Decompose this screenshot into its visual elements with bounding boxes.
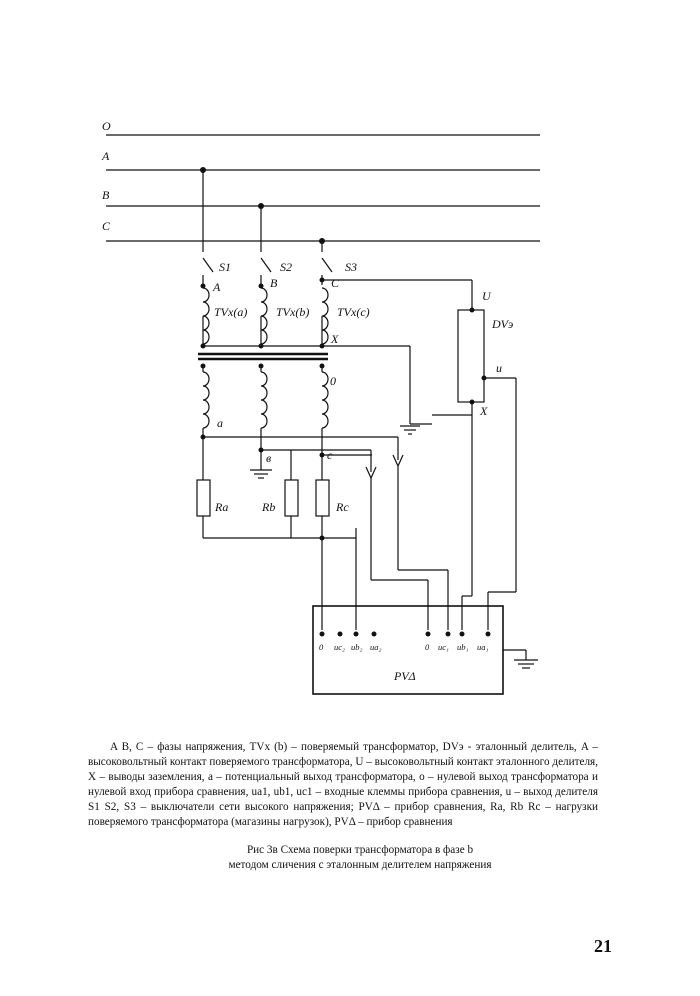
junction-dot [319, 452, 325, 458]
divider-u-label: U [482, 289, 492, 303]
terminal-dot [337, 631, 343, 637]
switch-s3[interactable] [321, 257, 333, 273]
page-number: 21 [594, 936, 612, 956]
junction-dot [469, 399, 475, 405]
load-rc-label: Rc [335, 500, 349, 514]
terminal-label: 0 [425, 642, 430, 652]
terminal-label: uc₂ [334, 642, 345, 652]
terminal-dot [319, 631, 325, 637]
divider-label: DVэ [491, 317, 513, 331]
junction-dot [319, 535, 325, 541]
terminal-label: ua₁ [477, 642, 489, 652]
secondary-c-label: c [327, 448, 333, 462]
junction-dot [258, 447, 264, 453]
junction-dot [258, 203, 264, 209]
terminal-dot [371, 631, 377, 637]
figure-title-line-2: методом сличения с эталонным делителем н… [228, 859, 492, 871]
junction-dot [319, 363, 325, 369]
junction-dot [200, 167, 206, 173]
terminal-dot [485, 631, 491, 637]
contact-b-label: B [270, 276, 278, 290]
terminal-dot [445, 631, 451, 637]
junction-dot [319, 277, 325, 283]
junction-dot [481, 375, 487, 381]
junction-dot [200, 283, 206, 289]
terminal-dot [425, 631, 431, 637]
load-ra-label: Ra [214, 500, 228, 514]
junction-dot [469, 307, 475, 313]
terminal-label: ub₂ [351, 642, 363, 652]
junction-dot [258, 343, 264, 349]
secondary-winding-b [260, 371, 268, 429]
secondary-a-label: a [217, 416, 223, 430]
tv-c-label: TVx(c) [337, 305, 370, 319]
secondary-zero-label: 0 [330, 374, 336, 388]
junction-dot [258, 283, 264, 289]
terminal-label: ub₁ [457, 642, 469, 652]
legend-paragraph: A B, C – фазы напряжения, TVх (b) – пове… [88, 741, 598, 828]
primary-winding-a [202, 287, 210, 345]
terminal-label: ua₂ [370, 642, 382, 652]
divider-ground-label: X [479, 404, 488, 418]
primary-winding-b [260, 287, 268, 345]
secondary-b-label: в [266, 451, 271, 465]
load-ra [196, 479, 211, 517]
transformer-core [198, 352, 328, 361]
contact-a-label: A [212, 280, 221, 294]
primary-winding-c [321, 287, 329, 345]
switch-s2-label: S2 [280, 260, 292, 274]
schematic-diagram: O A B C S1 S2 S3 A B C TVx(a) TVx(b) TVx… [101, 119, 540, 695]
contact-c-label: C [331, 276, 340, 290]
reference-divider [457, 309, 485, 403]
bus-b-label: B [102, 188, 110, 202]
instrument-label: PVΔ [393, 669, 416, 683]
legend-text: A B, C – фазы напряжения, TVх (b) – пове… [88, 740, 598, 830]
terminal-dot [353, 631, 359, 637]
load-rb-label: Rb [261, 500, 275, 514]
load-rb [284, 479, 299, 517]
junction-dot [319, 238, 325, 244]
load-rc [315, 479, 330, 517]
terminal-label: uc₁ [438, 642, 449, 652]
switch-s1[interactable] [202, 257, 214, 273]
junction-dot [200, 343, 206, 349]
bus-c-label: C [102, 219, 111, 233]
secondary-winding-a [202, 371, 210, 429]
secondary-winding-c [321, 371, 329, 429]
junction-dot [200, 363, 206, 369]
figure-title: Рис 3в Схема поверки трансформатора в фа… [130, 843, 590, 873]
x-terminal-label: X [330, 332, 339, 346]
terminal-label: 0 [319, 642, 324, 652]
divider-output-label: u [496, 361, 502, 375]
figure-title-line-1: Рис 3в Схема поверки трансформатора в фа… [246, 844, 474, 856]
junction-dot [319, 343, 325, 349]
junction-dot [258, 363, 264, 369]
junction-dot [200, 434, 206, 440]
bus-a-label: A [101, 149, 110, 163]
switch-s3-label: S3 [345, 260, 357, 274]
terminal-dot [459, 631, 465, 637]
tv-b-label: TVx(b) [276, 305, 309, 319]
bus-o-label: O [102, 119, 111, 133]
tv-a-label: TVx(a) [214, 305, 247, 319]
switch-s1-label: S1 [219, 260, 231, 274]
switch-s2[interactable] [260, 257, 272, 273]
